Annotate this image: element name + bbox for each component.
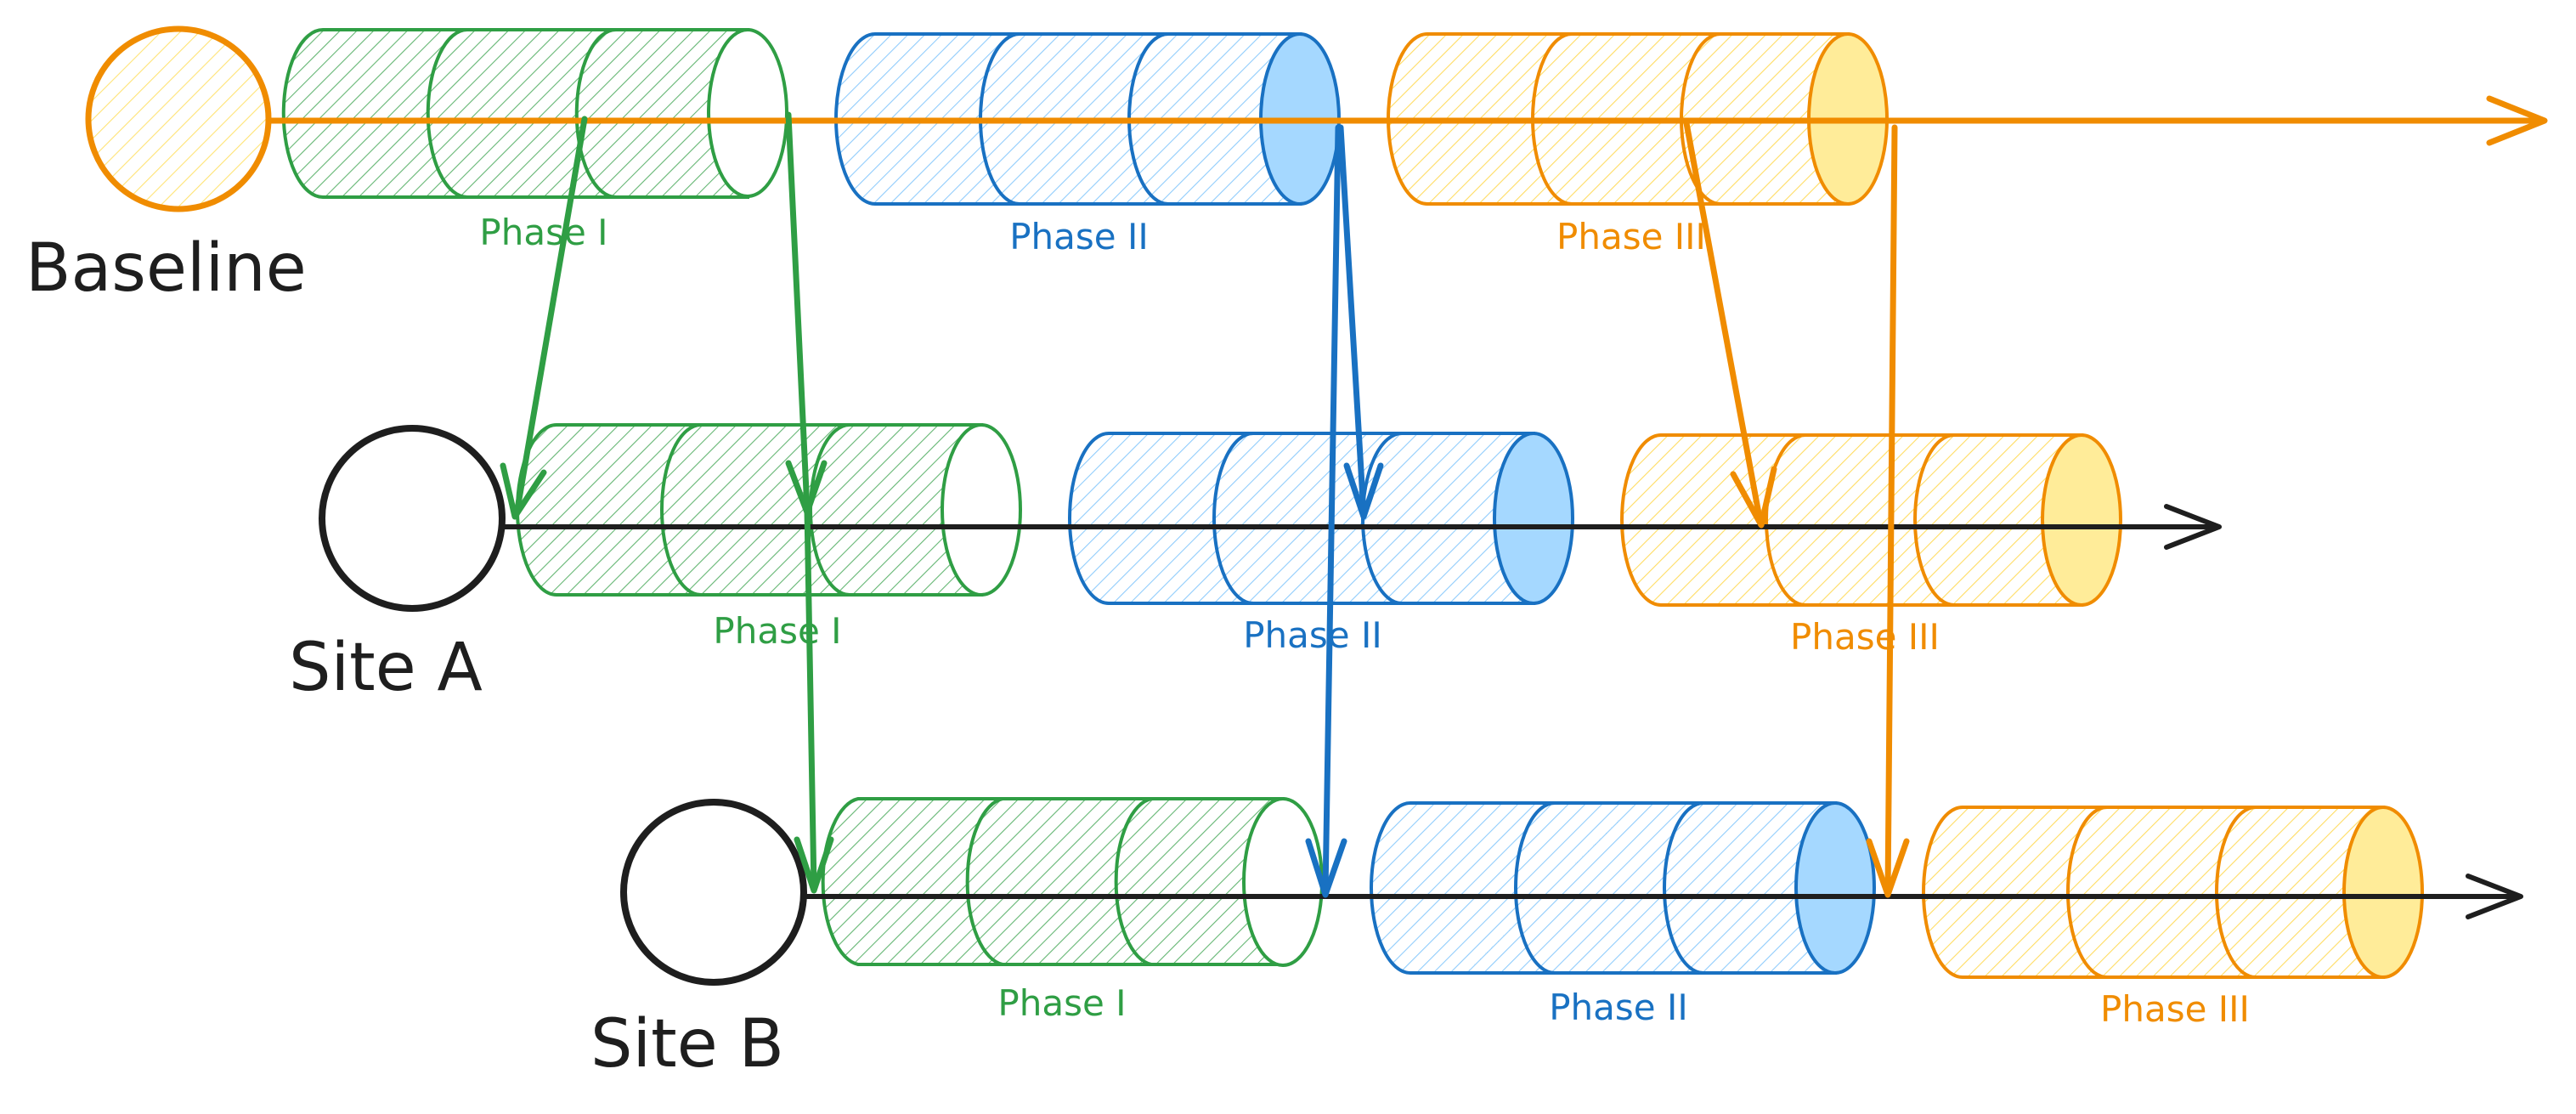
site-a-phase-1-cylinder (516, 423, 1022, 597)
green-arrow-baseline-to-site-a (513, 116, 588, 517)
site-b-start-circle (620, 799, 807, 986)
site-b-timeline-arrowhead (2466, 874, 2523, 919)
orange-arrow-baseline-to-site-b (1884, 124, 1898, 896)
site-a-phase-2-label: Phase II (1243, 614, 1382, 656)
site-a-timeline-arrowhead (2164, 504, 2222, 550)
green-arrow-site-a-to-site-b (804, 506, 817, 891)
site-a-start-circle (319, 425, 506, 612)
baseline-start-circle (85, 25, 272, 212)
connector-arrows (500, 111, 1910, 898)
blue-arrow-baseline-to-site-a (1337, 124, 1367, 517)
green-arrow-baseline-to-site-a-mid (785, 111, 811, 513)
row-title-site-b: Site B (590, 1006, 784, 1083)
site-b-phase-1-cylinder (821, 797, 1324, 967)
site-b-phase-3-label: Phase III (2100, 988, 2250, 1030)
baseline-phase-1-label: Phase I (479, 212, 607, 253)
blue-arrowhead-site-a (1343, 462, 1384, 520)
site-a-phase-1-label: Phase I (713, 610, 841, 652)
site-b-phase-2-cylinder (1370, 801, 1876, 975)
orange-arrowhead-site-b (1866, 838, 1910, 898)
site-b-phase-3-cylinder (1922, 806, 2424, 979)
orange-arrow-baseline-to-site-a (1683, 120, 1764, 526)
row-baseline: Baseline Phase I Phase II Phase III (25, 25, 2548, 307)
site-a-phase-3-label: Phase III (1790, 616, 1940, 658)
orange-arrowhead-site-a (1730, 466, 1777, 529)
baseline-timeline-arrowhead (2486, 95, 2548, 146)
row-title-baseline: Baseline (25, 230, 307, 307)
row-site-b: Site B Phase I Phase II Phase III (590, 797, 2523, 1083)
baseline-phase-1-cylinder (281, 28, 788, 199)
blue-arrowhead-site-b (1305, 838, 1347, 898)
baseline-phase-3-label: Phase III (1556, 216, 1706, 257)
site-a-phase-2-cylinder (1068, 432, 1574, 605)
blue-arrow-baseline-to-site-b (1322, 124, 1342, 896)
baseline-phase-2-label: Phase II (1009, 216, 1149, 257)
row-title-site-a: Site A (289, 630, 483, 706)
row-site-a: Site A Phase I Phase II Phase III (289, 423, 2222, 706)
green-arrowhead-site-a (500, 462, 547, 520)
site-b-phase-1-label: Phase I (997, 982, 1126, 1024)
site-a-phase-3-cylinder (1620, 433, 2122, 607)
green-arrowhead-site-b (794, 836, 834, 894)
site-b-phase-2-label: Phase II (1549, 987, 1688, 1028)
